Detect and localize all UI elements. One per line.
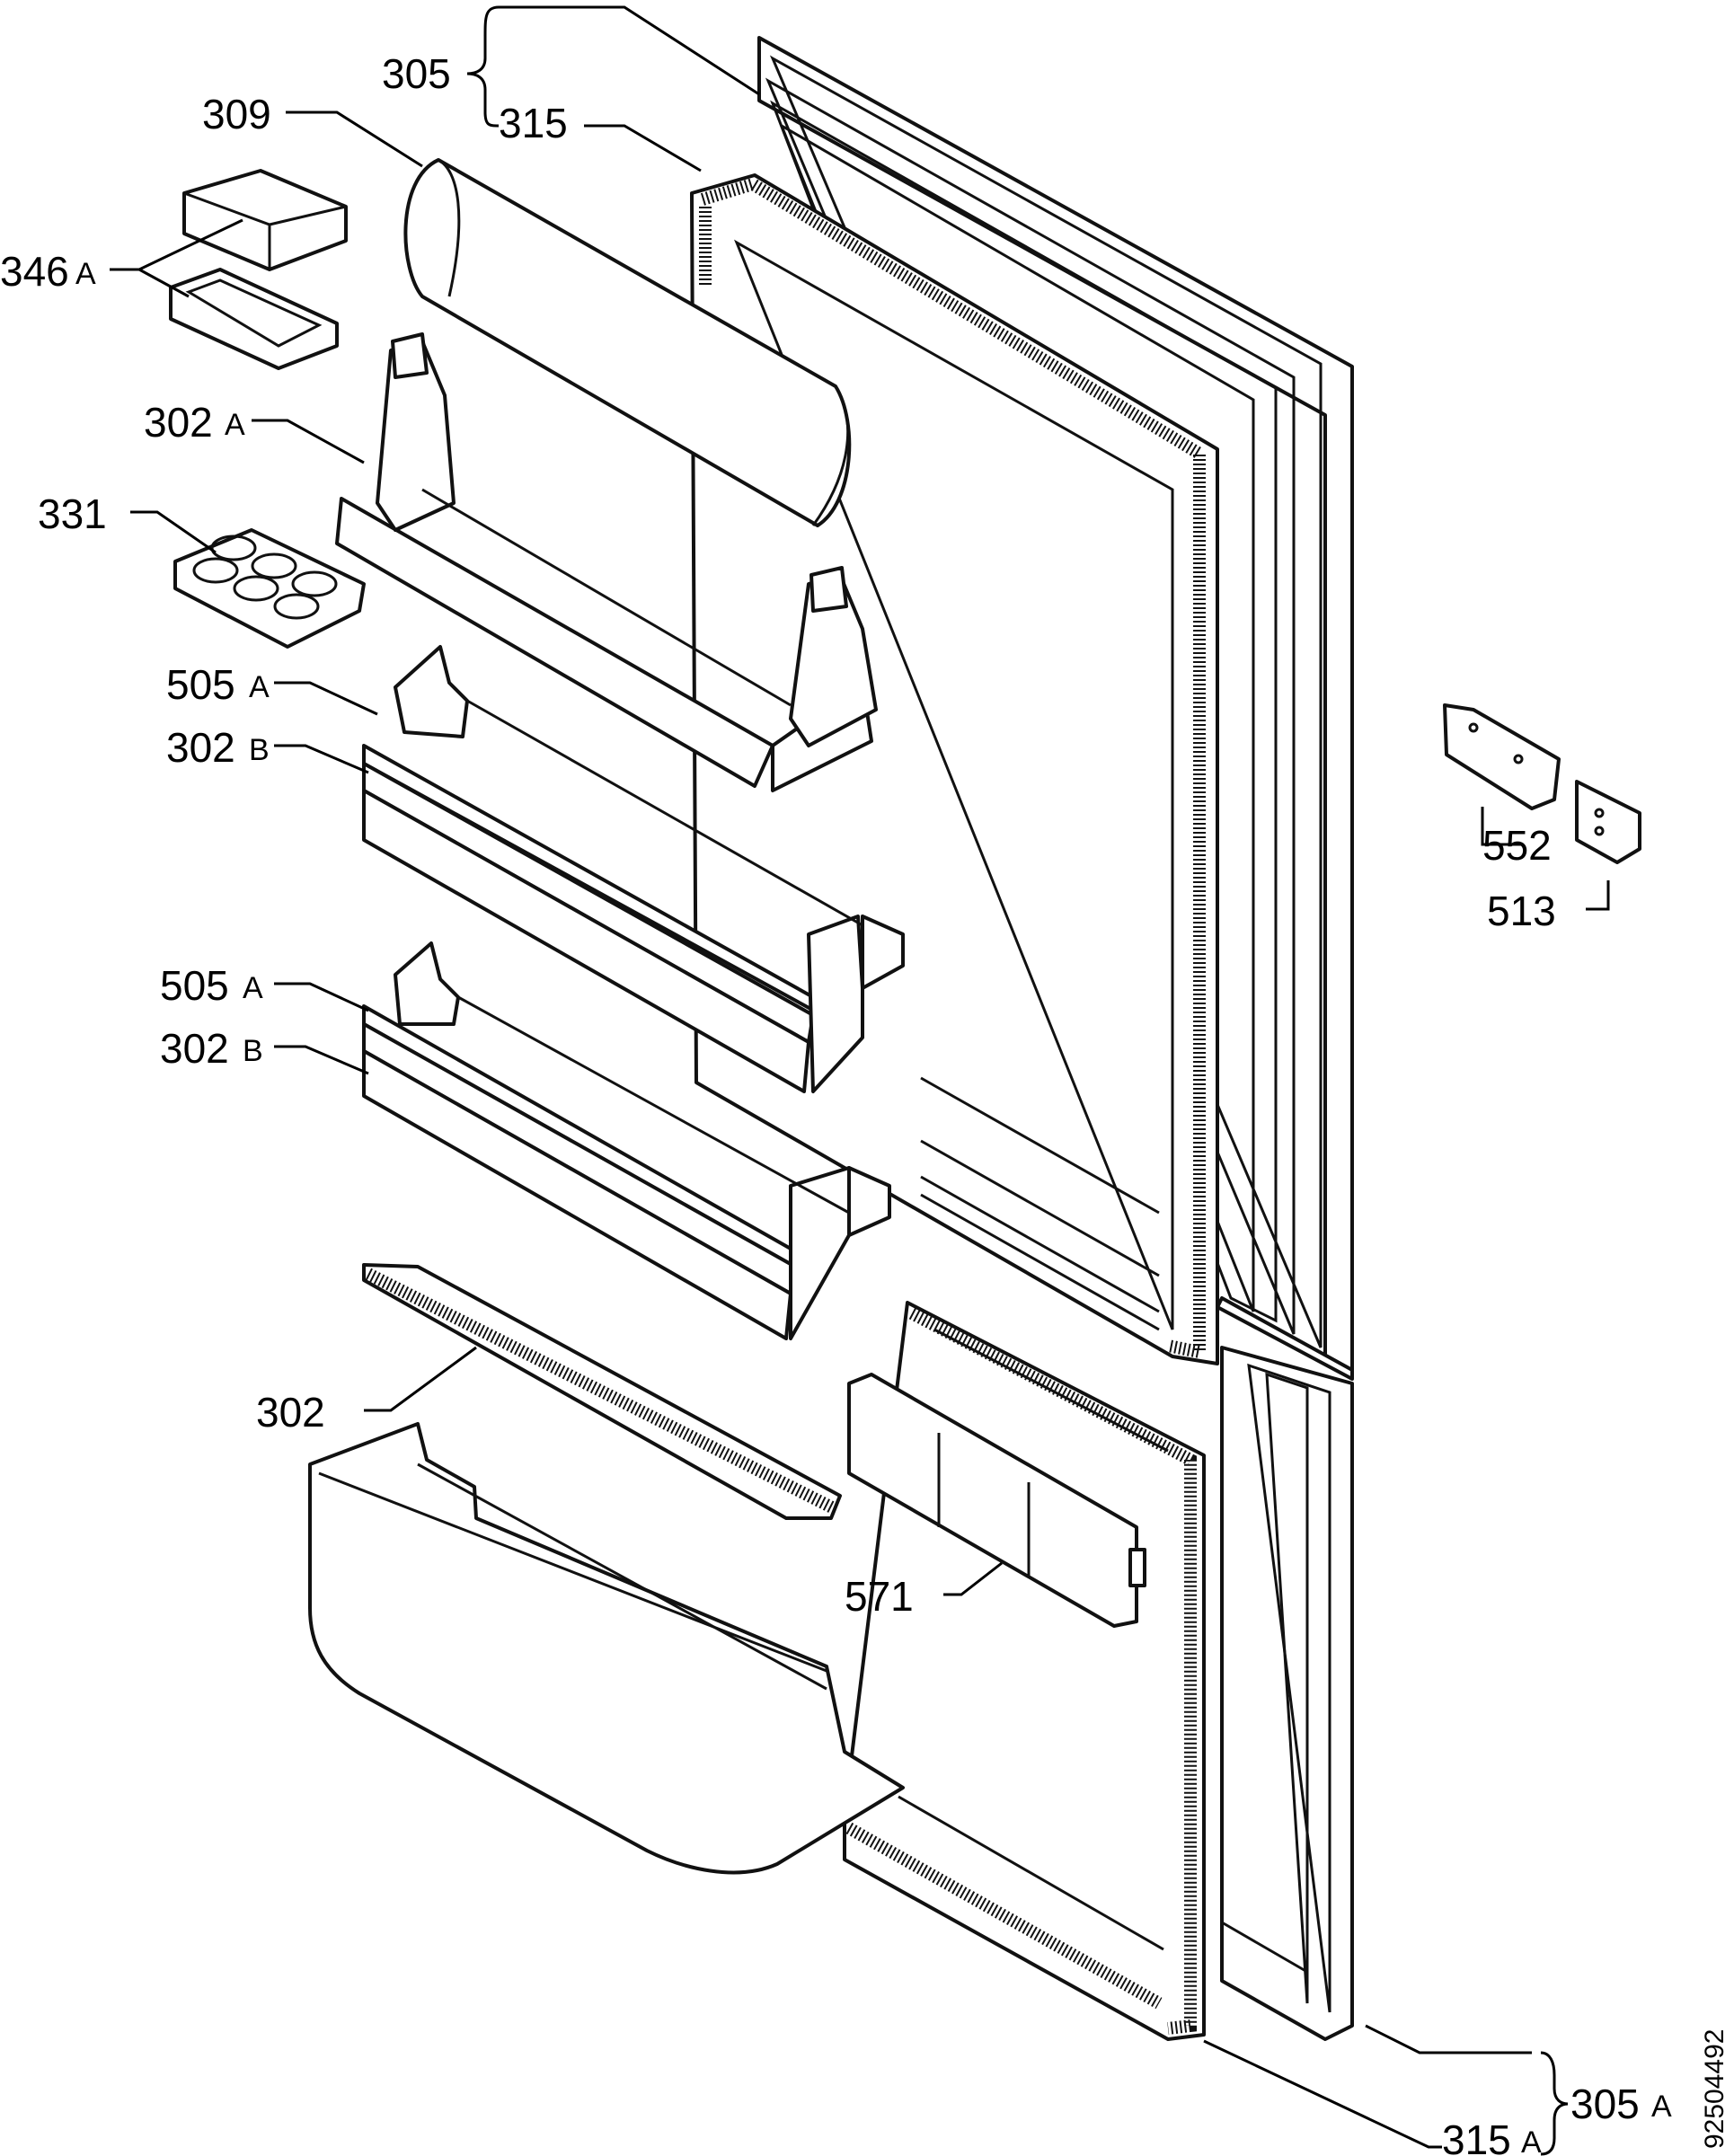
part-571-flap xyxy=(847,1373,1146,1628)
part-302A-door-shelf xyxy=(335,332,878,792)
label-302-lower-suffix: B xyxy=(243,1034,263,1068)
label-571: 571 xyxy=(845,1573,914,1620)
lower-door-outer-305A xyxy=(1220,1346,1354,2041)
label-302-lower: 302 xyxy=(160,1025,229,1072)
label-302-upper: 302 xyxy=(166,724,235,771)
label-315A: 315 xyxy=(1442,2116,1511,2156)
part-302B-bottle-shelf-upper xyxy=(362,645,905,1093)
label-302-upper-suffix: B xyxy=(249,733,270,767)
label-305A-suffix: A xyxy=(1651,2090,1672,2124)
label-505-upper-suffix: A xyxy=(249,670,270,704)
part-346A-butter-dish xyxy=(169,169,348,370)
part-labels: 305 315 309 346 A 302 A 331 505 A 302 B … xyxy=(0,50,1672,2156)
leader-lines xyxy=(110,5,1610,2156)
part-302-door-bin xyxy=(308,1422,905,1875)
label-315: 315 xyxy=(499,100,568,146)
part-513-hinge-bracket xyxy=(1575,780,1641,864)
label-305: 305 xyxy=(382,50,451,97)
label-346: 346 xyxy=(0,248,69,295)
label-302: 302 xyxy=(144,399,213,446)
label-513: 513 xyxy=(1487,888,1556,934)
label-552: 552 xyxy=(1482,822,1552,869)
part-302B-bottle-shelf-lower xyxy=(362,941,891,1340)
label-302-bin: 302 xyxy=(256,1389,325,1436)
label-302-suffix: A xyxy=(225,408,245,442)
part-331-egg-tray xyxy=(173,528,366,649)
label-315A-suffix: A xyxy=(1521,2125,1542,2156)
part-309-dairy-cover xyxy=(403,158,852,527)
part-302-bottle-retainer xyxy=(362,1263,842,1520)
label-305A: 305 xyxy=(1570,2081,1640,2127)
upper-door-outer-305 xyxy=(757,36,1354,1381)
label-309: 309 xyxy=(202,91,271,137)
label-505-upper: 505 xyxy=(166,661,235,708)
label-346-suffix: A xyxy=(75,257,96,291)
part-552-hinge-plate xyxy=(1443,703,1561,810)
label-505-lower: 505 xyxy=(160,962,229,1009)
label-505-lower-suffix: A xyxy=(243,971,263,1005)
drawing-code: 92504492 xyxy=(1700,2029,1730,2149)
label-331: 331 xyxy=(38,490,107,537)
